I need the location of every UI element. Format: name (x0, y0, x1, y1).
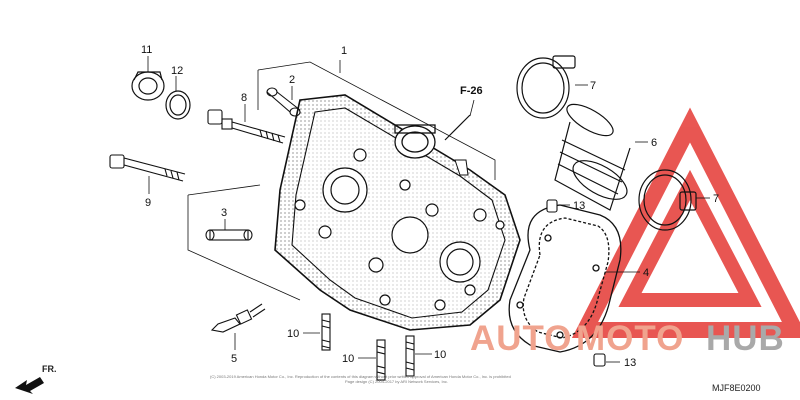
watermark-part1: AUTO (470, 319, 573, 358)
bolt-part-8 (207, 109, 286, 144)
callout-12: 12 (171, 65, 183, 77)
bolt-part-9 (109, 154, 186, 182)
callout-2: 2 (289, 74, 295, 86)
watermark-part2: MOTO (576, 319, 684, 358)
dowel-part-2 (266, 87, 301, 117)
spark-plug-part (210, 303, 266, 333)
intake-port (394, 124, 436, 159)
callout-5: 5 (231, 353, 237, 365)
callout-13a: 13 (573, 200, 585, 212)
callout-1: 1 (341, 45, 347, 57)
callout-4: 4 (643, 267, 649, 279)
explode-frame (187, 60, 496, 301)
reference-label: F-26 (460, 85, 483, 97)
copyright-line-1: (C) 2003-2019 American Honda Motor Co., … (210, 374, 511, 379)
callout-11: 11 (141, 44, 152, 56)
watermark-part3: HUB (706, 319, 785, 358)
callout-13b: 13 (624, 357, 636, 369)
cylinder-head-part (274, 94, 521, 331)
callout-7a: 7 (590, 80, 596, 92)
callout-8: 8 (241, 92, 247, 104)
callout-7b: 7 (713, 193, 719, 205)
callout-10b: 10 (342, 353, 354, 365)
o-ring-part (165, 90, 191, 120)
watermark-logo: AUTO MOTO HUB (470, 319, 785, 358)
hose-clamp-lower (638, 169, 697, 231)
callout-6: 6 (651, 137, 657, 149)
side-cover-gasket (508, 204, 622, 353)
watermark-triangle (571, 107, 800, 338)
callout-10c: 10 (434, 349, 446, 361)
oil-cap-part (131, 71, 165, 101)
diagram-code: MJF8E0200 (712, 383, 761, 393)
callout-3: 3 (221, 207, 227, 219)
insulator-boot (554, 103, 631, 211)
copyright-line-2: Page design (C) 2004-2017 by ARI Network… (345, 379, 448, 384)
dowel-13-lower (593, 353, 606, 367)
callout-10a: 10 (287, 328, 299, 340)
stud-bolts (321, 313, 415, 381)
callout-9: 9 (145, 197, 151, 209)
dowel-part-3 (205, 229, 253, 241)
front-arrow-icon (15, 377, 44, 394)
dowel-13-upper (546, 199, 558, 213)
hose-clamp-upper (516, 55, 576, 119)
front-marker: FR. (42, 364, 57, 374)
